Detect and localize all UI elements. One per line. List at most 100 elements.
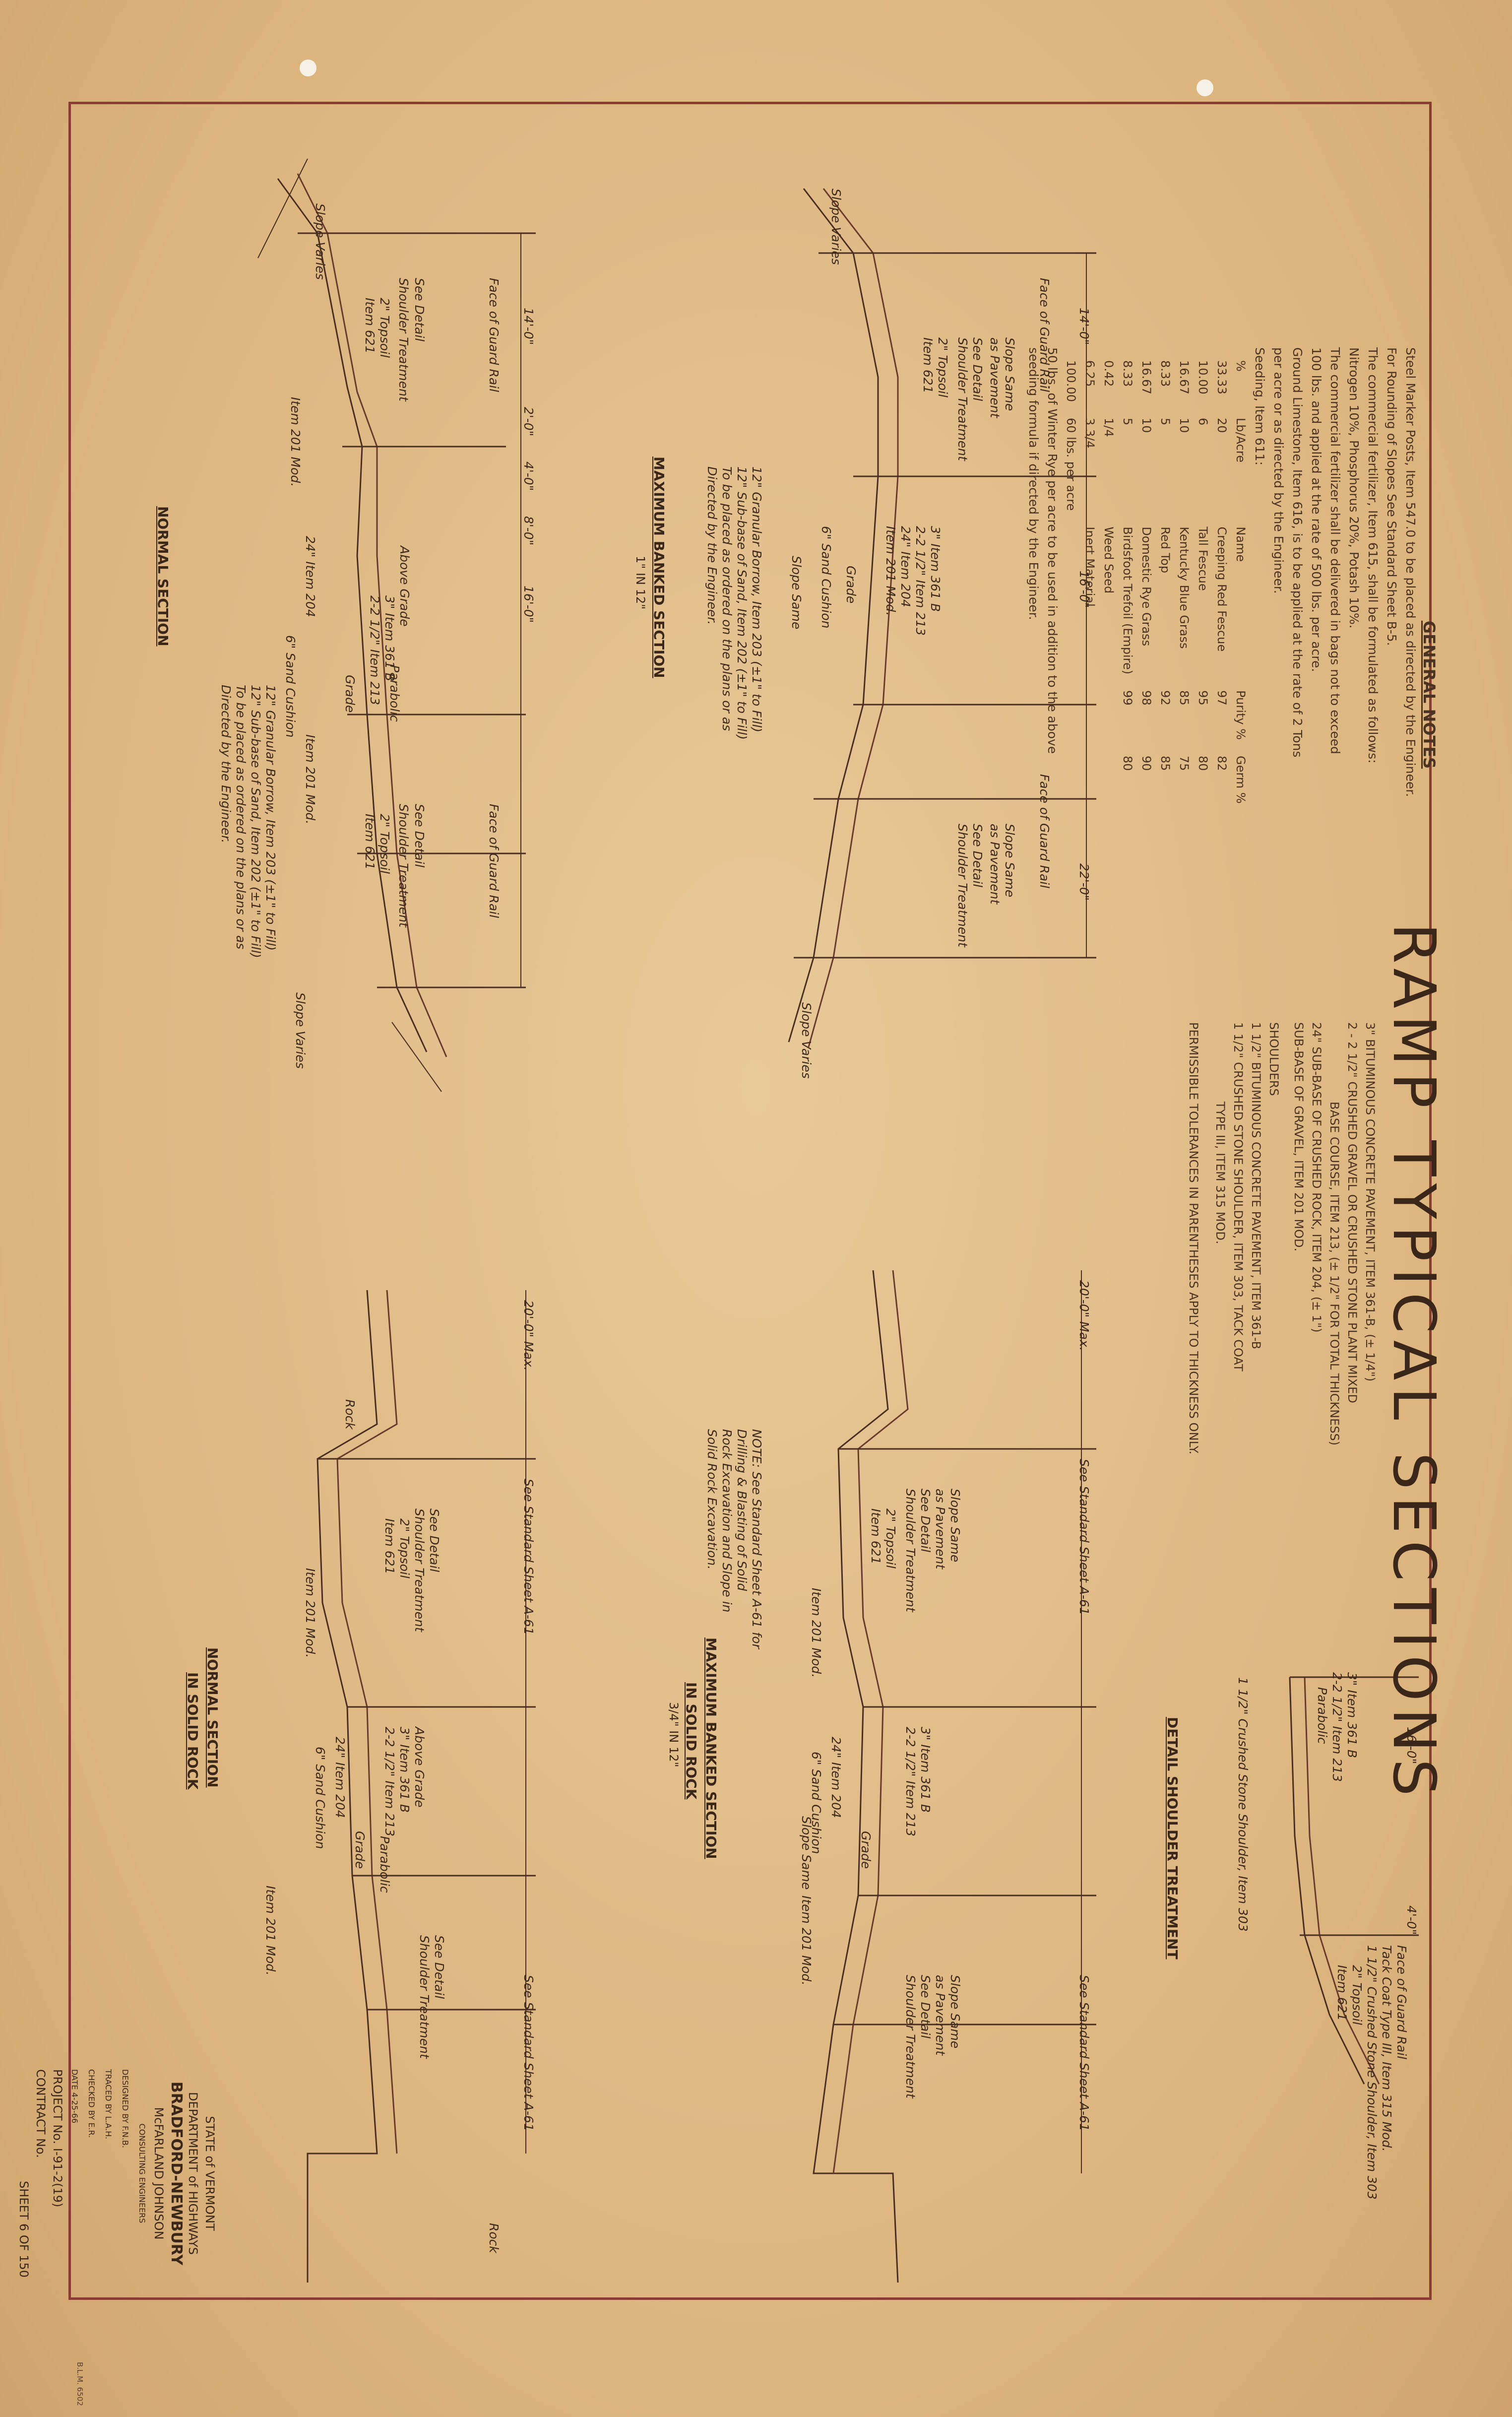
seed-table-cell: [1080, 748, 1099, 812]
seed-table-cell: 33.33: [1215, 360, 1229, 394]
annotation: Grade: [353, 1831, 367, 1869]
dimension: 8'-0": [521, 516, 536, 546]
annotation: See Detail: [970, 337, 985, 401]
max-banked-section-drawing: [788, 188, 1096, 1047]
max-banked-section-label: MAXIMUM BANKED SECTION: [651, 457, 667, 678]
seed-table-cell: 6: [1196, 417, 1210, 426]
annotation: 2" Topsoil: [1350, 1965, 1364, 2025]
annotation: 2-2 1/2" Item 213: [913, 526, 928, 636]
annotation: 24" Item 204: [303, 536, 317, 617]
annotation: 6" Sand Cushion: [819, 526, 833, 629]
seed-table-cell: 75: [1177, 755, 1191, 771]
annotation: 2" Topsoil: [883, 1508, 898, 1568]
annotation: Above Grade: [397, 546, 412, 627]
slope-label: Slope Varies: [799, 1002, 814, 1079]
general-note-line: The commercial fertilizer shall be deliv…: [1328, 347, 1342, 754]
seed-table-cell: 16.67: [1177, 360, 1191, 394]
annotation: 1 1/2" Crushed Stone Shoulder, Item 303: [1365, 1945, 1379, 2200]
seed-table-cell: 20: [1215, 417, 1229, 433]
annotation: 3" Item 361 B: [928, 526, 943, 612]
seed-table-cell: 92: [1158, 690, 1172, 706]
seed-table-header: Purity %: [1234, 690, 1248, 740]
annotation: See Standard Sheet A-61: [521, 1975, 536, 2131]
annotation: 12" Sub-base of Sand, Item 202 (±1" to F…: [735, 466, 749, 740]
seed-table-cell: 95: [1196, 690, 1210, 706]
seed-table-cell: 8.33: [1158, 360, 1172, 387]
general-note-line: The commercial fertilizer, Item 615, sha…: [1366, 347, 1380, 764]
annotation: Item 621: [921, 337, 935, 393]
annotation: Tack Coat Type III, Item 315 Mod.: [1380, 1945, 1394, 2152]
title-block-project-no: PROJECT No. I-91-2(19): [51, 2069, 64, 2208]
seed-table-cell: 5: [1121, 417, 1134, 426]
normal-rock-section-label2: IN SOLID ROCK: [185, 1672, 201, 1790]
seed-table-cell: 60 lbs. per acre: [1064, 417, 1078, 511]
annotation: Slope Same: [1003, 337, 1017, 411]
seed-table-cell: 5: [1158, 417, 1172, 426]
print-stamp: B.L.M. 6502: [75, 2362, 84, 2406]
seed-table-cell: 10: [1139, 417, 1153, 433]
pavement-note-line: 3" BITUMINOUS CONCRETE PAVEMENT, ITEM 36…: [1363, 1022, 1377, 1382]
general-note-line: Seeding, Item 611:: [1253, 347, 1267, 466]
annotation: 2" Topsoil: [936, 337, 950, 397]
detail-shoulder-label: DETAIL SHOULDER TREATMENT: [1164, 1717, 1181, 1960]
max-banked-section-scale: 1" IN 12": [633, 556, 647, 610]
detail-shoulder-drawing: [1289, 1676, 1419, 2085]
dimension: 4'-0": [521, 461, 536, 491]
general-notes: GENERAL NOTES Steel Marker Posts, Item 5…: [1024, 347, 1439, 1042]
annotation: See Detail: [918, 1489, 933, 1553]
annotation: Item 621: [363, 814, 377, 870]
annotation: Item 201 Mod.: [883, 526, 898, 616]
annotation: See Detail: [970, 824, 985, 888]
annotation: See Standard Sheet A-61: [521, 1479, 536, 1635]
seed-table-header: Name: [1234, 526, 1248, 562]
seed-table-cell: 16.67: [1139, 360, 1153, 394]
note-line: Drilling & Blasting of Solid: [735, 1429, 749, 1591]
annotation: Directed by the Engineer.: [219, 685, 233, 844]
title-block-contract-no: CONTRACT No.: [34, 2069, 48, 2158]
note-line: Solid Rock Excavation.: [705, 1429, 719, 1570]
seed-table-cell: [1080, 682, 1099, 748]
max-banked-rock-scale: 3/4" IN 12": [667, 1702, 681, 1767]
seed-table-cell: Red Top: [1158, 526, 1172, 574]
annotation: Parabolic: [1315, 1687, 1329, 1744]
shoulder-note-line: 1 1/2" CRUSHED STONE SHOULDER, ITEM 303,…: [1231, 1022, 1245, 1372]
annotation: 12" Granular Borrow, Item 203 (±1" to Fi…: [750, 466, 764, 733]
dimension: 20'-0" Max.: [1077, 1280, 1091, 1351]
rock-label: Rock: [343, 1399, 357, 1430]
annotation: See Standard Sheet A-61: [1077, 1459, 1091, 1615]
annotation: 2" Topsoil: [378, 298, 392, 358]
annotation: Shoulder Treatment: [417, 1935, 432, 2059]
shoulder-note-line: TYPE III, ITEM 315 MOD.: [1213, 1102, 1227, 1244]
pavement-note-line: 2 - 2 1/2" CRUSHED GRAVEL OR CRUSHED STO…: [1345, 1022, 1359, 1403]
title-block-engineers-sub: CONSULTING ENGINEERS: [137, 2123, 147, 2223]
title-block: STATE of VERMONT DEPARTMENT of HIGHWAYS …: [15, 2069, 218, 2278]
annotation: as Pavement: [988, 824, 1002, 905]
annotation: Face of Guard Rail: [1394, 1945, 1409, 2060]
annotation: Grade: [844, 566, 858, 604]
seed-table-cell: 3 3/4: [1083, 417, 1097, 449]
pavement-note-line: SUB-BASE OF GRAVEL, ITEM 201 MOD.: [1292, 1022, 1306, 1252]
annotation: Face of Guard Rail: [1037, 278, 1052, 392]
shoulder-note-line: 1 1/2" BITUMINOUS CONCRETE PAVEMENT, ITE…: [1249, 1022, 1263, 1350]
annotation: To be placed as ordered on the plans or …: [234, 685, 248, 950]
annotation: Item 201 Mod.: [809, 1588, 823, 1678]
annotation: Shoulder Treatment: [955, 337, 970, 461]
annotation: 3" Item 361 B: [1345, 1672, 1359, 1759]
seed-table-cell: 10: [1177, 417, 1191, 433]
title-block-traced: TRACED BY L.A.H.: [104, 2069, 113, 2140]
annotation: Shoulder Treatment: [903, 1489, 918, 1612]
seed-table-cell: Tall Fescue: [1196, 526, 1210, 591]
annotation: as Pavement: [933, 1975, 947, 2056]
title-block-engineers: McFARLAND JOHNSON: [152, 2107, 166, 2240]
annotation: Slope Same: [1003, 824, 1017, 898]
seed-table-cell: 85: [1177, 690, 1191, 706]
annotation: See Detail: [412, 278, 427, 342]
max-banked-rock-label2: IN SOLID ROCK: [683, 1682, 699, 1800]
shoulders-heading: SHOULDERS: [1267, 1022, 1281, 1096]
annotation: 2" Topsoil: [378, 814, 392, 874]
slope-label: Slope Varies: [313, 203, 327, 280]
